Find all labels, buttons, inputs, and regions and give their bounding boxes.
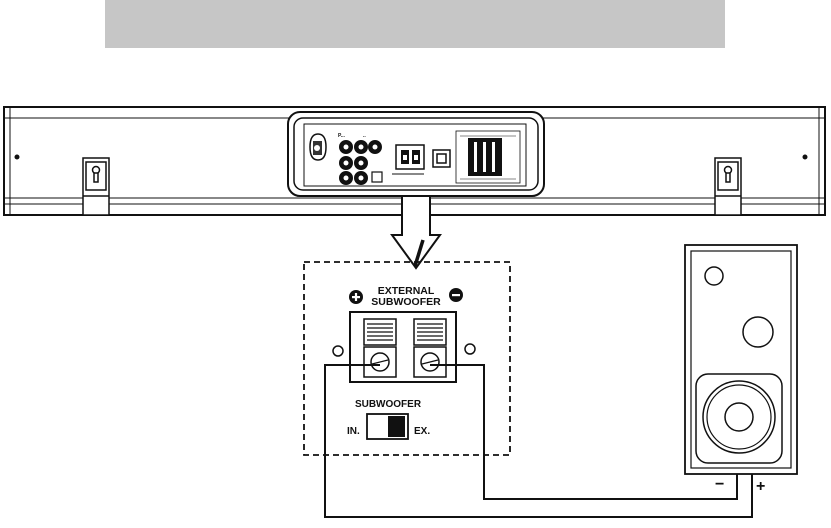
switch-ex-label: EX. <box>414 426 430 437</box>
zoom-arrow <box>392 196 440 268</box>
switch-in-label: IN. <box>347 426 360 437</box>
subwoofer-switch-title: SUBWOOFER <box>355 399 422 410</box>
rear-terminal-panel: P... .. <box>288 112 544 196</box>
subwoofer-switch[interactable] <box>367 414 408 439</box>
minus-icon <box>449 288 463 302</box>
subwoofer-terminal-small <box>392 145 424 174</box>
subwoofer-title-label: SUBWOOFER <box>371 296 441 308</box>
screw-icon <box>465 344 475 354</box>
speaker-minus-label: − <box>715 476 724 493</box>
optical-input-icon <box>433 150 450 167</box>
wall-mount-bracket-left <box>83 158 109 215</box>
wall-mount-bracket-right <box>715 158 741 215</box>
external-subwoofer-speaker <box>685 245 797 474</box>
power-socket-icon <box>310 134 326 160</box>
header-bar <box>105 0 725 48</box>
connector-panel: EXTERNAL SUBWOOFER SUBW <box>304 262 510 455</box>
plus-icon <box>349 290 363 304</box>
speaker-plus-label: + <box>756 478 765 495</box>
speaker-terminal-block <box>350 312 456 382</box>
wire-positive <box>325 365 752 517</box>
connection-wires <box>325 365 752 517</box>
svg-text:P...: P... <box>338 133 345 139</box>
screw-icon <box>333 346 343 356</box>
